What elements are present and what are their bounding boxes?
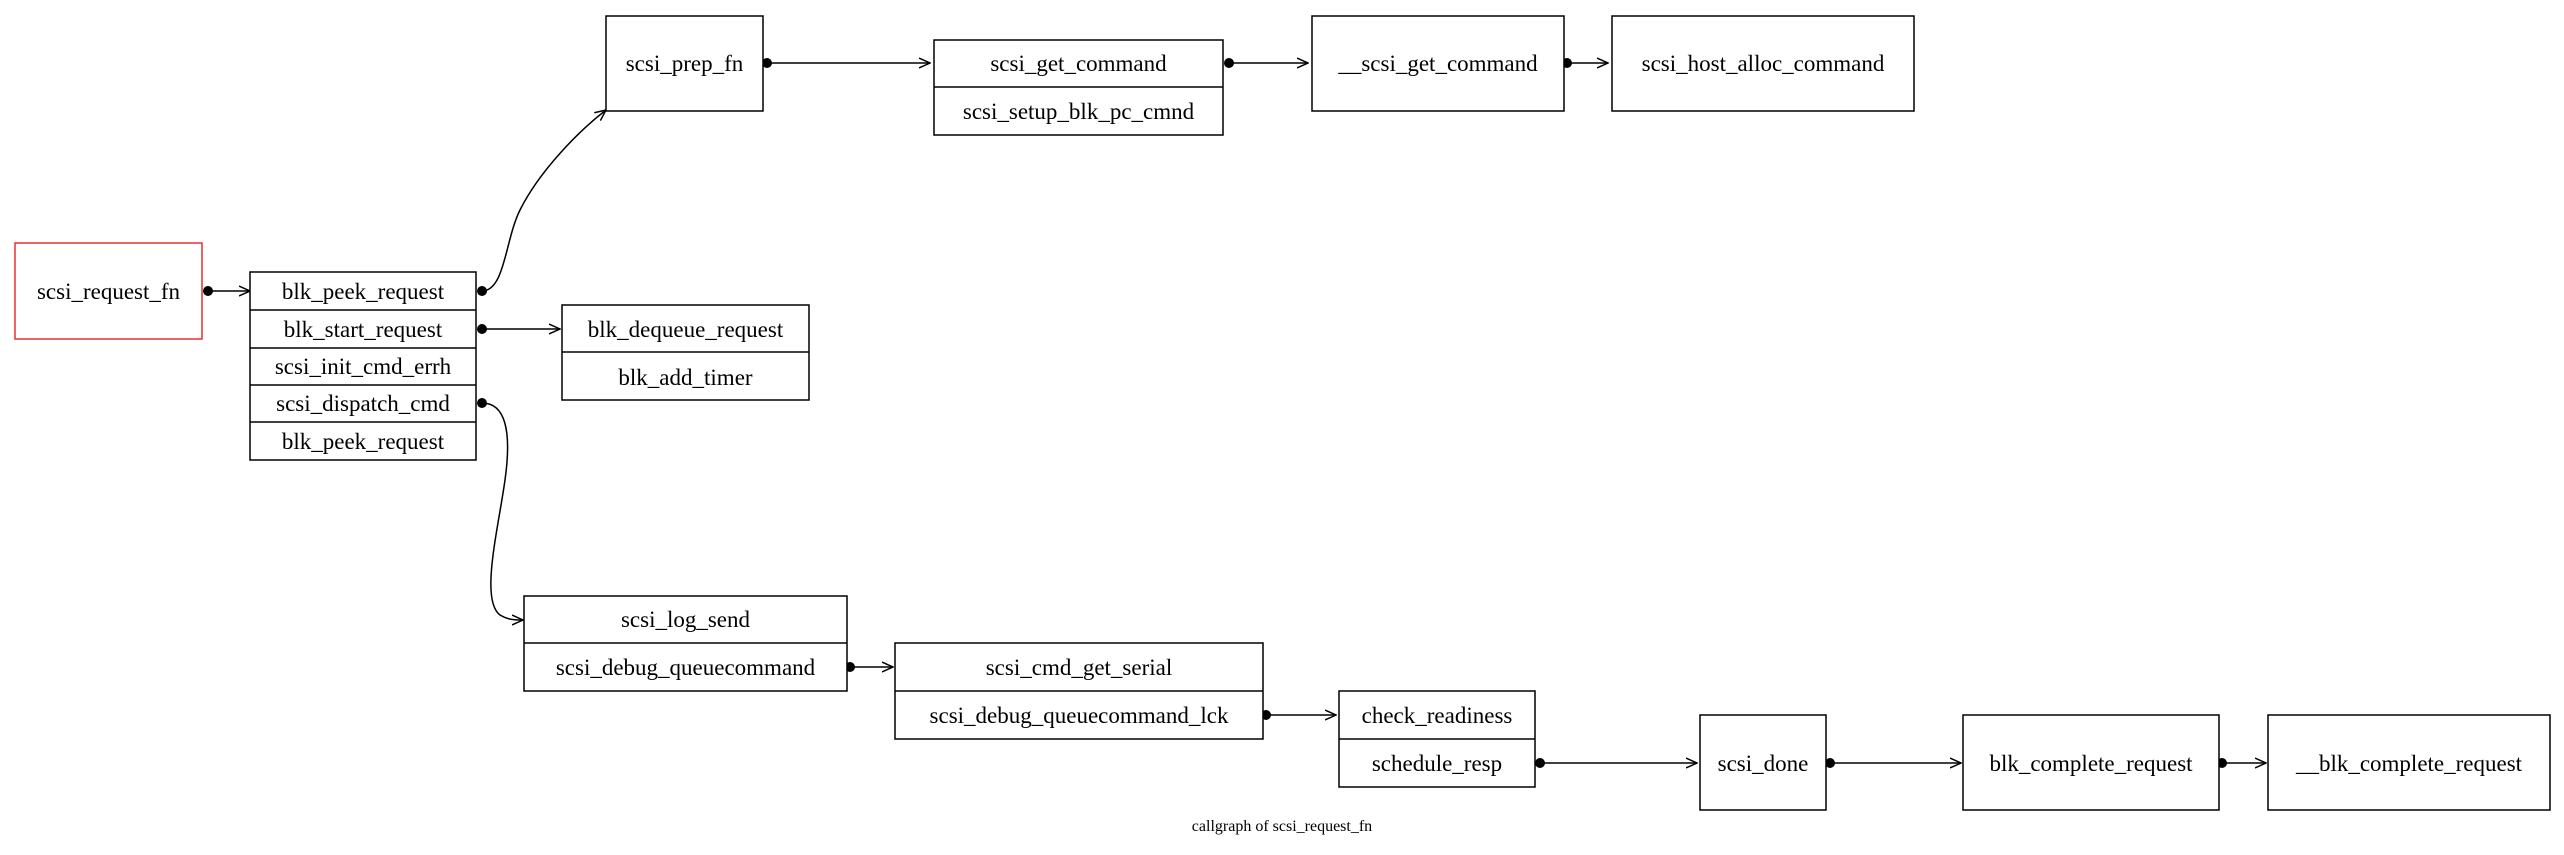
node-scsi-done: scsi_done [1699, 714, 1827, 811]
node-prep-fn-callees: scsi_get_command scsi_setup_blk_pc_cmnd [933, 39, 1224, 136]
record-field: scsi_get_command [990, 51, 1167, 76]
node-label: scsi_prep_fn [626, 51, 744, 76]
node-label: scsi_done [1718, 751, 1809, 776]
node-box [1962, 714, 2220, 811]
node-scsi-prep-fn: scsi_prep_fn [605, 15, 764, 112]
record-field: blk_dequeue_request [588, 317, 784, 342]
node-label: scsi_request_fn [37, 279, 181, 304]
record-field: scsi_setup_blk_pc_cmnd [963, 99, 1195, 124]
record-field: scsi_debug_queuecommand_lck [930, 703, 1229, 728]
edge-peek-to-prep-fn [481, 110, 606, 292]
edge-dot [1825, 758, 1835, 768]
node-queuecommand-lck-callees: check_readiness schedule_resp [1338, 690, 1536, 788]
record-field: scsi_init_cmd_errh [275, 354, 452, 379]
record-field: scsi_cmd_get_serial [986, 655, 1173, 680]
node-scsi-host-alloc-command: scsi_host_alloc_command [1611, 15, 1915, 112]
edge-dot [203, 286, 213, 296]
diagram-caption: callgraph of scsi_request_fn [1192, 818, 1372, 835]
record-field: scsi_debug_queuecommand [556, 655, 816, 680]
node-box [1311, 15, 1565, 112]
record-field: scsi_dispatch_cmd [276, 391, 450, 416]
edges [208, 63, 2266, 763]
node-label: __scsi_get_command [1337, 51, 1538, 76]
node-request-fn-callees: blk_peek_request blk_start_request scsi_… [249, 271, 477, 461]
root-node-box [14, 242, 203, 340]
node-blk-complete-request: blk_complete_request [1962, 714, 2220, 811]
node-debug-queuecommand-callees: scsi_cmd_get_serial scsi_debug_queuecomm… [894, 642, 1264, 740]
node-box [1611, 15, 1915, 112]
record-field: blk_add_timer [618, 365, 752, 390]
edge-dot [762, 58, 772, 68]
node-label: scsi_host_alloc_command [1642, 51, 1885, 76]
node-box [2267, 714, 2551, 811]
edge-dot [477, 398, 487, 408]
node-dispatch-cmd-callees: scsi_log_send scsi_debug_queuecommand [523, 595, 848, 692]
edge-dot [477, 286, 487, 296]
record-field: blk_peek_request [282, 429, 445, 454]
node-__scsi-get-command: __scsi_get_command [1311, 15, 1565, 112]
edge-dot [1224, 58, 1234, 68]
record-field: scsi_log_send [621, 607, 751, 632]
node-__blk-complete-request: __blk_complete_request [2267, 714, 2551, 811]
node-scsi-request-fn: scsi_request_fn [14, 242, 203, 340]
record-box [249, 271, 477, 461]
record-field: blk_peek_request [282, 279, 445, 304]
node-label: __blk_complete_request [2295, 751, 2523, 776]
edge-dot [477, 324, 487, 334]
node-box [605, 15, 764, 112]
edge-dispatch-to-log-send [481, 402, 523, 620]
node-label: blk_complete_request [1989, 751, 2193, 776]
edge-dot [1535, 758, 1545, 768]
record-field: schedule_resp [1372, 751, 1502, 776]
record-field: blk_start_request [284, 317, 443, 342]
node-box [1699, 714, 1827, 811]
node-start-request-callees: blk_dequeue_request blk_add_timer [561, 304, 810, 401]
record-field: check_readiness [1362, 703, 1513, 728]
edge-dots [203, 58, 2227, 768]
